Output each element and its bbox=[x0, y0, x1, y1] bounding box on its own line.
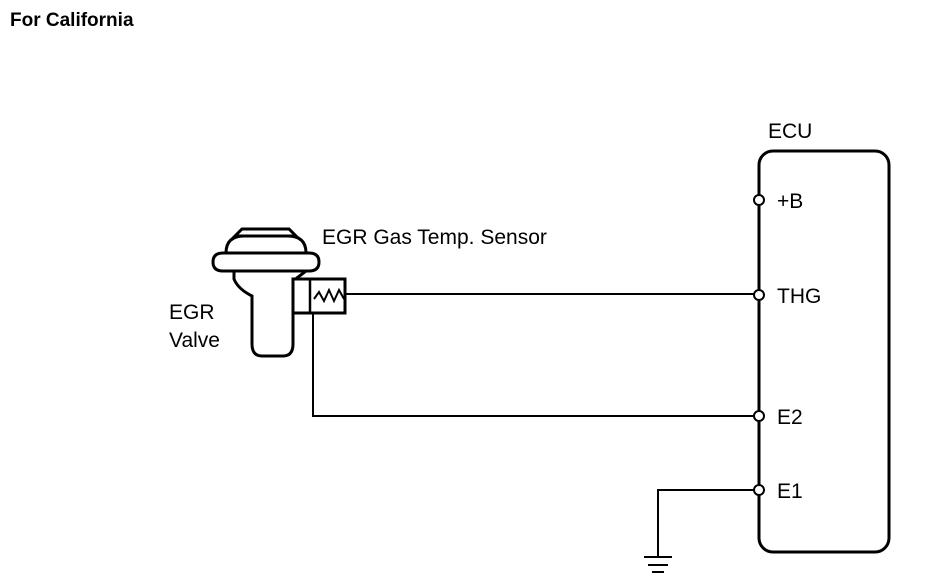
terminal-thg-label: THG bbox=[777, 285, 821, 308]
ecu-unit: ECU bbox=[757, 120, 891, 554]
terminal-e2: E2 bbox=[753, 406, 803, 429]
wire-e2 bbox=[312, 313, 754, 417]
terminal-thg-dot bbox=[753, 289, 765, 301]
thermistor-icon bbox=[313, 287, 345, 304]
page-heading: For California bbox=[10, 10, 134, 31]
egr-valve-icon bbox=[211, 227, 347, 358]
wire-e1-ground bbox=[657, 489, 754, 556]
terminal-e1: E1 bbox=[753, 480, 803, 503]
terminal-b-dot bbox=[753, 194, 765, 206]
terminal-b: +B bbox=[753, 190, 803, 213]
ecu-label: ECU bbox=[768, 120, 812, 143]
ground-icon bbox=[644, 556, 672, 573]
sensor-label: EGR Gas Temp. Sensor bbox=[322, 226, 547, 249]
terminal-e2-label: E2 bbox=[777, 406, 803, 429]
ecu-box bbox=[757, 149, 891, 554]
terminal-b-label: +B bbox=[777, 190, 803, 213]
valve-label-line1: EGR bbox=[169, 301, 215, 324]
terminal-e2-dot bbox=[753, 410, 765, 422]
valve-label-line2: Valve bbox=[169, 329, 220, 352]
terminal-e1-dot bbox=[753, 484, 765, 496]
terminal-e1-label: E1 bbox=[777, 480, 803, 503]
